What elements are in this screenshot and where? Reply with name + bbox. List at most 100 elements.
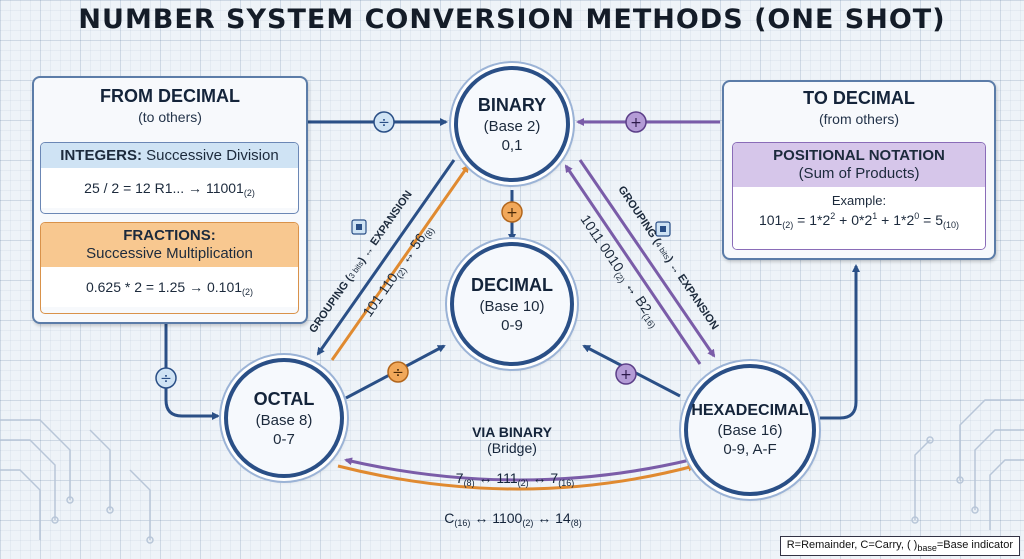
legend-subscript: base: [917, 543, 937, 553]
via-binary-sub: (Bridge): [487, 440, 537, 456]
base-subscript: (10): [943, 220, 960, 230]
example-part: 7: [455, 470, 464, 486]
circuit-decoration-left: [0, 419, 154, 544]
example-part: ↔ 111: [474, 470, 518, 486]
from-decimal-header: FROM DECIMAL (to others): [34, 86, 306, 125]
base-subscript: (8): [463, 478, 475, 488]
arrow-from-decimal-to-octal: [164, 320, 220, 420]
positional-example: Example: 101(2) = 1*22 + 0*21 + 1*20 = 5…: [733, 187, 985, 249]
formula-part: + 0*2: [835, 212, 873, 228]
legend-text: =Base indicator: [936, 539, 1013, 551]
example-formula: 101(2) = 1*22 + 0*21 + 1*20 = 5(10): [733, 211, 985, 230]
to-decimal-subheading: (from others): [818, 111, 900, 127]
formula-part: 101: [758, 212, 783, 228]
chip-icon: [655, 221, 671, 237]
plus-badge-hex-decimal: +: [615, 363, 637, 385]
integers-label-bold: INTEGERS:: [60, 147, 142, 164]
divide-badge-left: ÷: [155, 367, 177, 389]
integers-label-rest: Successive Division: [146, 147, 279, 164]
hex-node: HEXADECIMAL (Base 16) 0-9, A-F: [684, 364, 816, 496]
plus-badge-top: +: [625, 111, 647, 133]
octal-digits: 0-7: [273, 430, 295, 448]
formula-part: = 5: [919, 212, 944, 228]
arrow-binary-to-octal: [316, 159, 456, 356]
base-subscript: (16): [558, 478, 575, 488]
example-part: ↔ 7: [528, 470, 559, 486]
divide-badge-top: ÷: [373, 111, 395, 133]
positional-sub: (Sum of Products): [798, 165, 920, 182]
base-subscript: (2): [243, 188, 255, 198]
plus-symbol: +: [630, 115, 642, 131]
arrow-hex-to-binary: [564, 164, 702, 365]
binary-digits: 0,1: [501, 136, 523, 154]
binary-node: BINARY (Base 2) 0,1: [454, 66, 570, 182]
base-subscript: (2): [242, 287, 254, 297]
octal-node: OCTAL (Base 8) 0-7: [224, 358, 344, 478]
base-subscript: (2): [522, 518, 534, 528]
fractions-label: FRACTIONS: Successive Multiplication: [41, 223, 298, 267]
decimal-name: DECIMAL: [471, 274, 553, 295]
octal-base: (Base 8): [255, 411, 313, 429]
octal-name: OCTAL: [253, 388, 315, 409]
arrow-octal-to-hex: [337, 463, 696, 491]
binary-name: BINARY: [477, 94, 547, 115]
base-subscript: (2): [782, 220, 794, 230]
plus-badge-center: +: [501, 201, 523, 223]
exponent: 0: [914, 211, 920, 221]
via-binary-label: VIA BINARY (Bridge): [440, 424, 584, 456]
hex-digits: 0-9, A-F: [723, 441, 777, 458]
to-decimal-header: TO DECIMAL (from others): [724, 88, 994, 127]
page-title: NUMBER SYSTEM CONVERSION METHODS (ONE SH…: [78, 4, 946, 35]
via-binary-example-1: 7(8) ↔ 111(2) ↔ 7(16): [420, 470, 610, 488]
base-subscript: (8): [570, 518, 582, 528]
divide-symbol: ÷: [378, 115, 390, 131]
fractions-example: 0.625 * 2 = 1.25 → 0.101(2): [41, 267, 298, 307]
from-decimal-panel: FROM DECIMAL (to others) INTEGERS: Succe…: [32, 76, 308, 324]
from-decimal-heading: FROM DECIMAL: [100, 86, 240, 106]
hex-name: HEXADECIMAL: [691, 402, 809, 419]
to-decimal-panel: TO DECIMAL (from others) POSITIONAL NOTA…: [722, 80, 996, 260]
plus-symbol: +: [506, 205, 518, 221]
arrow-octal-to-binary: [330, 164, 470, 361]
formula-part: + 1*2: [877, 212, 915, 228]
example-label: Example:: [831, 193, 887, 208]
via-binary-title: VIA BINARY: [472, 424, 552, 440]
binary-base: (Base 2): [483, 117, 541, 135]
integers-example-text: 25 / 2 = 12 R1... → 11001: [84, 180, 244, 196]
exponent: 1: [872, 211, 878, 221]
fractions-example-text: 0.625 * 2 = 1.25 → 0.101: [85, 279, 243, 295]
example-part: ↔ 14: [533, 510, 571, 526]
integers-label: INTEGERS: Successive Division: [41, 143, 298, 168]
positional-label: POSITIONAL NOTATION (Sum of Products): [733, 143, 985, 187]
arrow-hex-to-octal: [344, 457, 691, 482]
plus-symbol: +: [620, 367, 632, 383]
hex-base: (Base 16): [717, 422, 783, 439]
divide-symbol: ÷: [160, 371, 172, 387]
to-decimal-heading: TO DECIMAL: [803, 88, 915, 108]
legend-text: R=Remainder, C=Carry, ( ): [786, 539, 918, 551]
positional-box: POSITIONAL NOTATION (Sum of Products) Ex…: [732, 142, 986, 250]
chip-icon: [351, 219, 367, 235]
from-decimal-subheading: (to others): [138, 109, 202, 125]
divide-symbol: ÷: [392, 365, 404, 381]
fractions-box: FRACTIONS: Successive Multiplication 0.6…: [40, 222, 299, 314]
base-subscript: (16): [454, 518, 471, 528]
base-subscript: (2): [517, 478, 529, 488]
fractions-label-bold: FRACTIONS:: [123, 227, 216, 244]
example-part: C: [444, 510, 455, 526]
positional-title: POSITIONAL NOTATION: [773, 147, 945, 164]
arrow-hex-to-to-decimal: [820, 264, 860, 420]
via-binary-example-2: C(16) ↔ 1100(2) ↔ 14(8): [408, 510, 618, 528]
exponent: 2: [830, 211, 836, 221]
arrow-binary-to-hex: [578, 159, 716, 358]
integers-example: 25 / 2 = 12 R1... → 11001(2): [41, 168, 298, 208]
decimal-node: DECIMAL (Base 10) 0-9: [450, 242, 574, 366]
circuit-decoration-right: [911, 399, 1024, 530]
legend: R=Remainder, C=Carry, ( )base=Base indic…: [779, 536, 1020, 556]
fractions-label-rest: Successive Multiplication: [86, 245, 253, 262]
divide-badge-octal-decimal: ÷: [387, 361, 409, 383]
example-part: ↔ 1100: [470, 510, 523, 526]
formula-part: = 1*2: [793, 212, 831, 228]
integers-box: INTEGERS: Successive Division 25 / 2 = 1…: [40, 142, 299, 214]
